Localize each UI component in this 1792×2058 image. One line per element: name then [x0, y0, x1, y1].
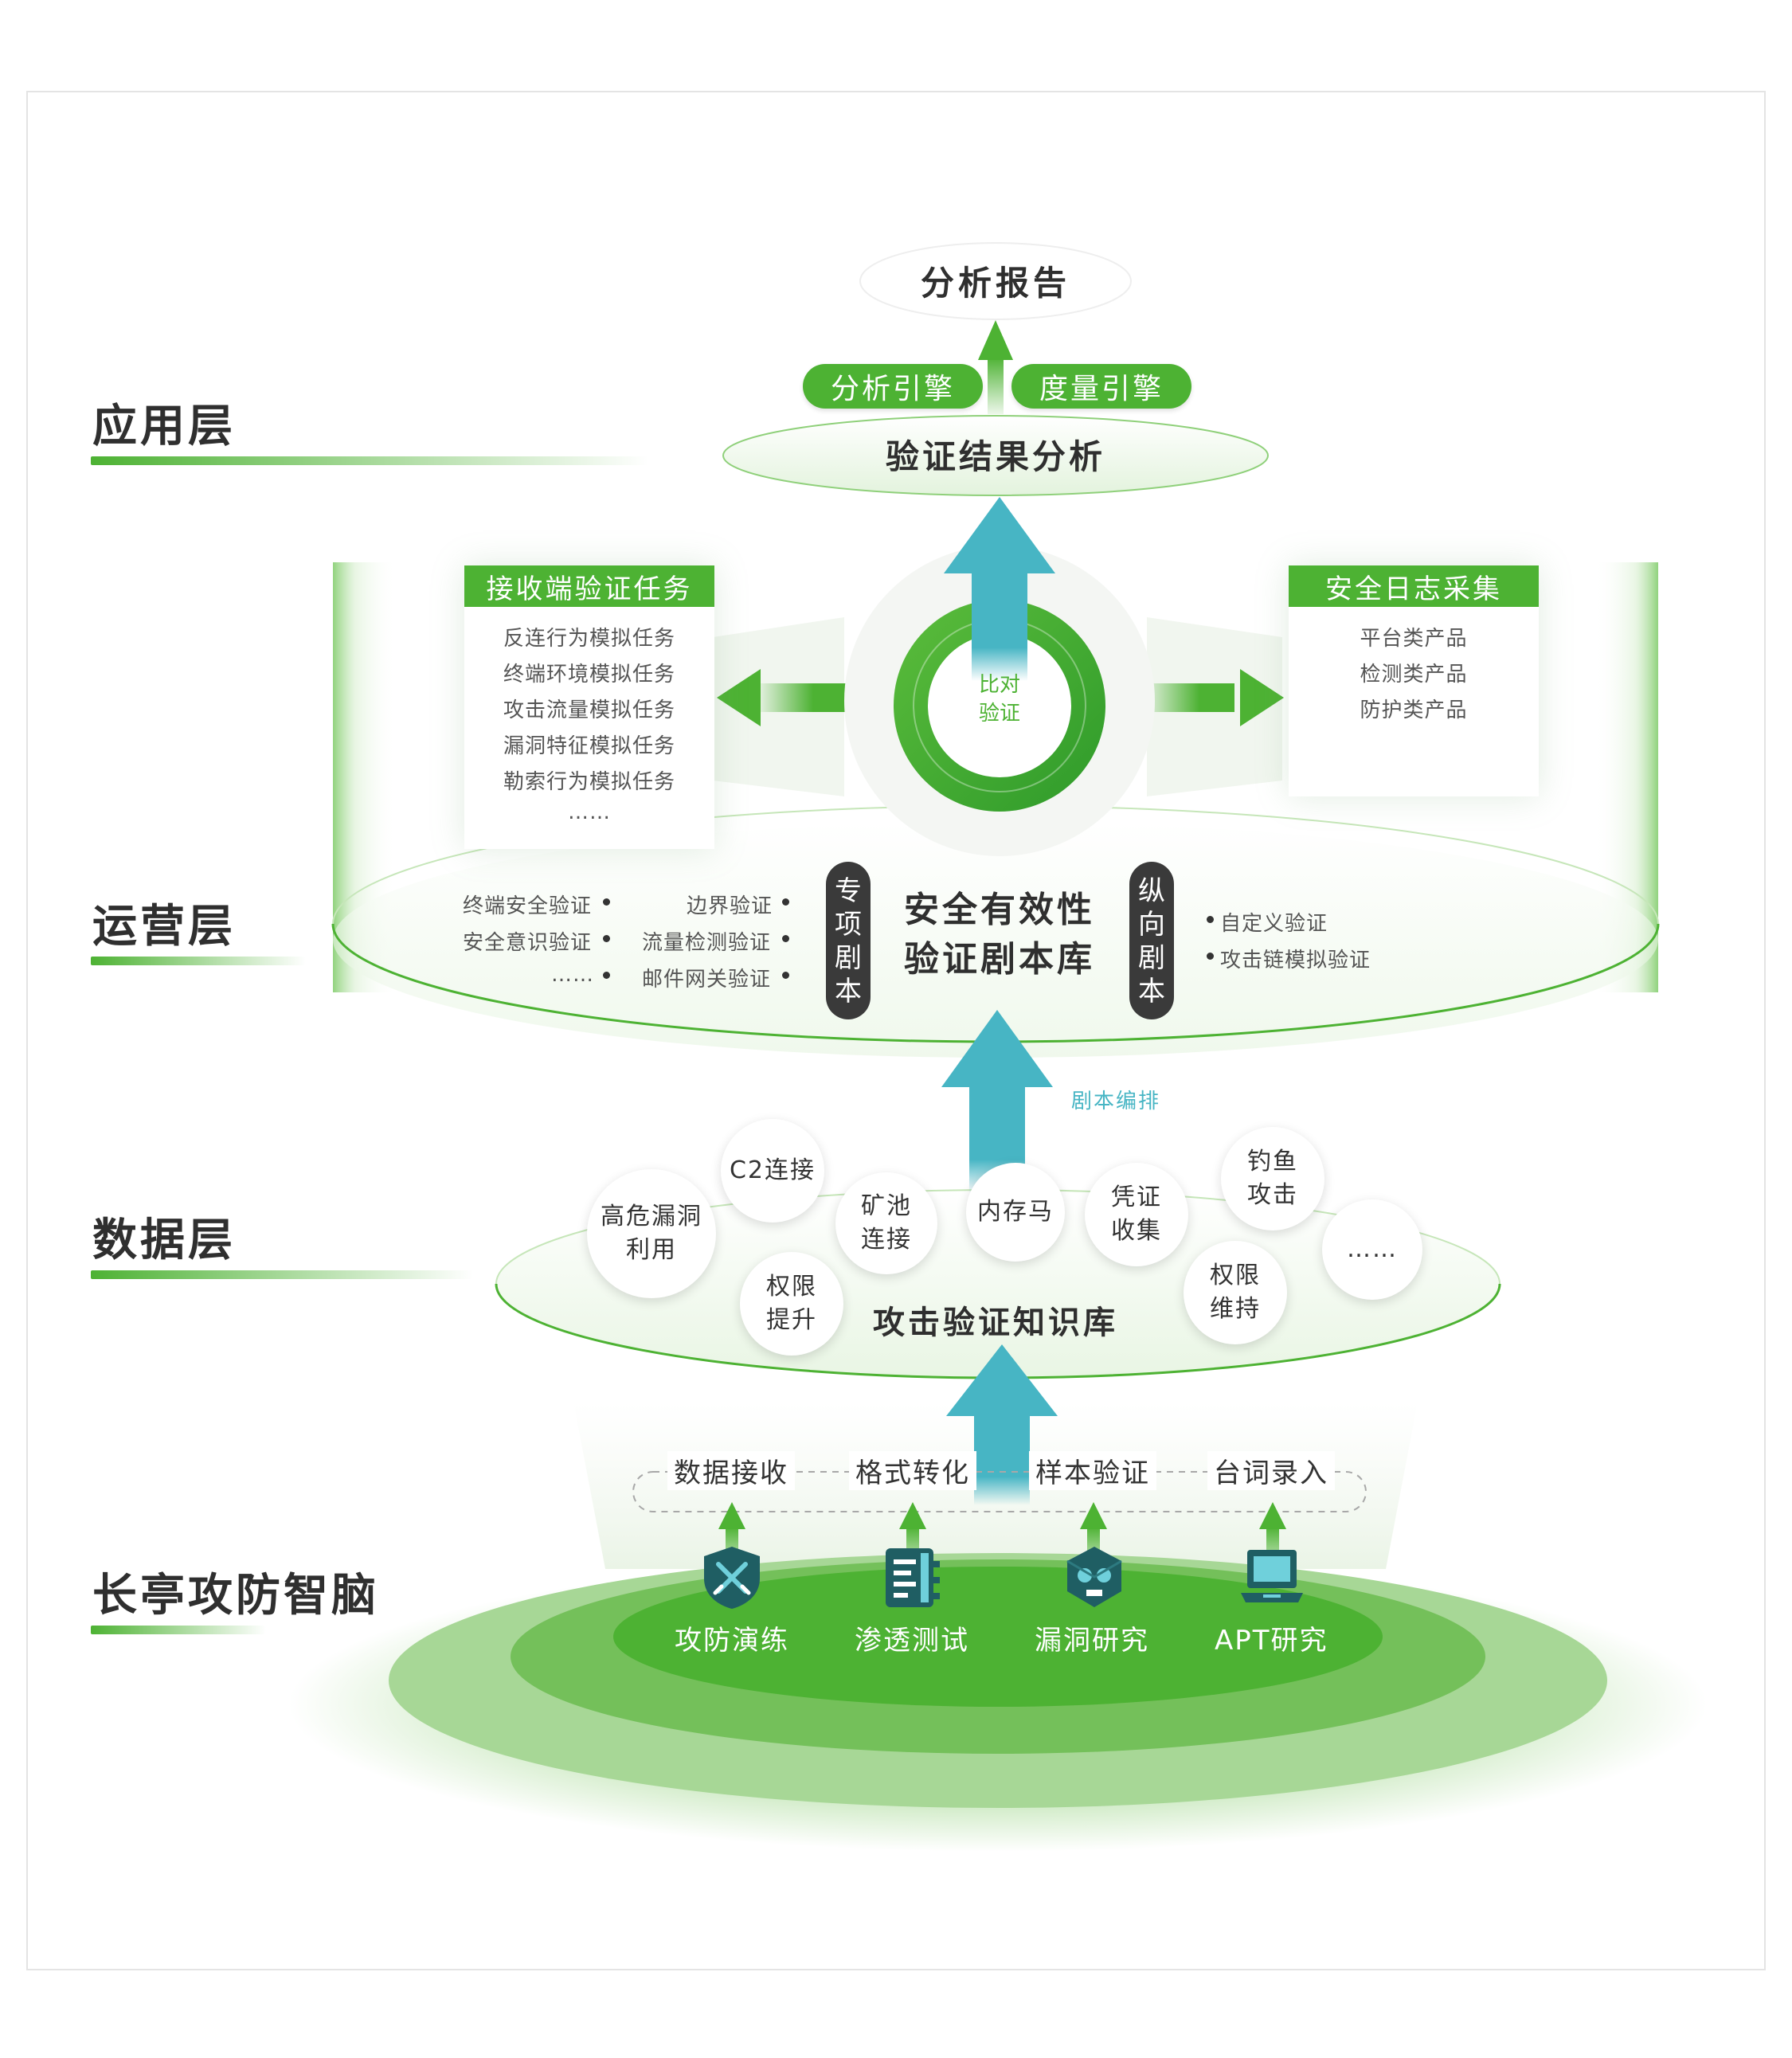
vertical-item: 攻击链模拟验证	[1220, 949, 1371, 972]
bullet-dot	[782, 935, 789, 942]
attack-knowledge-base-title: 攻击验证知识库	[873, 1305, 1118, 1341]
bug-skull-icon	[1066, 1547, 1122, 1607]
bullet-dot	[603, 935, 610, 942]
bubble-text: C2连接	[729, 1156, 816, 1184]
tool-attack-defense: 攻防演练	[675, 1625, 789, 1657]
layer-label-app: 应用层	[92, 401, 236, 452]
bullet-dot	[603, 972, 610, 979]
security-log-list: 平台类产品 检测类产品 防护类产品	[1289, 621, 1539, 729]
layer-label-brain: 长亭攻防智脑	[92, 1570, 379, 1622]
shield-swords-icon	[704, 1547, 760, 1609]
security-log-title: 安全日志采集	[1289, 565, 1539, 607]
compare-verify-label: 比对 验证	[944, 671, 1055, 728]
receiver-task-panel: 接收端验证任务 反连行为模拟任务 终端环境模拟任务 攻击流量模拟任务 漏洞特征模…	[464, 565, 714, 849]
process-sample-verify: 样本验证	[1029, 1451, 1156, 1490]
process-data-receive: 数据接收	[667, 1451, 795, 1490]
layer-bar-brain	[91, 1626, 266, 1634]
metric-engine-pill: 度量引擎	[1011, 364, 1191, 409]
bubble-privilege-escalation: 权限 提升	[740, 1252, 843, 1356]
bubble-text: 内存马	[977, 1198, 1054, 1226]
bubble-c2: C2连接	[721, 1119, 824, 1223]
bubble-text: 权限 维持	[1210, 1262, 1261, 1323]
bubble-mining-pool: 矿池 连接	[835, 1172, 937, 1274]
tool-penetration-test: 渗透测试	[855, 1625, 969, 1657]
analysis-engine-pill: 分析引擎	[803, 364, 983, 409]
library-line: 安全有效性	[904, 890, 1095, 930]
layer-bar-ops	[91, 957, 306, 965]
list-item: 检测类产品	[1360, 663, 1468, 687]
effectiveness-library-title: 安全有效性 验证剧本库	[892, 886, 1107, 984]
tool-vuln-research: 漏洞研究	[1035, 1625, 1149, 1657]
process-script-entry: 台词录入	[1207, 1451, 1335, 1490]
bubble-text: 矿池 连接	[861, 1192, 912, 1254]
bubble-text: ……	[1347, 1235, 1398, 1263]
bubble-more: ……	[1322, 1199, 1422, 1300]
special-item: 流量检测验证	[642, 931, 772, 955]
bubble-high-risk-vuln: 高危漏洞 利用	[587, 1169, 716, 1298]
bubble-persistence: 权限 维持	[1184, 1241, 1287, 1344]
bubble-text: 凭证 收集	[1111, 1184, 1162, 1245]
bullet-dot	[782, 972, 789, 979]
bubble-text: 钓鱼 攻击	[1247, 1148, 1298, 1209]
special-script-pill: 专项剧本	[826, 862, 871, 1019]
analysis-report-title: 分析报告	[920, 264, 1070, 303]
bullet-dot	[1207, 953, 1214, 960]
list-item: 攻击流量模拟任务	[503, 698, 675, 722]
list-item: 终端环境模拟任务	[503, 663, 675, 687]
vertical-script-pill: 纵向剧本	[1129, 862, 1174, 1019]
layer-label-ops: 运营层	[92, 901, 236, 953]
special-item: 安全意识验证	[463, 931, 593, 955]
layer-label-data: 数据层	[92, 1215, 236, 1266]
receiver-task-list: 反连行为模拟任务 终端环境模拟任务 攻击流量模拟任务 漏洞特征模拟任务 勒索行为…	[464, 621, 714, 824]
special-item: 边界验证	[687, 894, 773, 918]
special-item: 邮件网关验证	[642, 968, 772, 992]
bubble-text: 高危漏洞 利用	[601, 1203, 702, 1264]
verify-label: 验证	[978, 702, 1020, 726]
special-item: 终端安全验证	[463, 894, 593, 918]
library-line: 验证剧本库	[904, 939, 1095, 980]
result-analysis-title: 验证结果分析	[885, 437, 1105, 476]
bullet-dot	[1207, 916, 1214, 923]
bullet-dot	[782, 898, 789, 906]
bullet-dot	[603, 898, 610, 906]
list-item: ……	[568, 800, 611, 824]
bubble-text: 权限 提升	[766, 1273, 817, 1334]
process-format-convert: 格式转化	[849, 1451, 976, 1490]
list-item: 反连行为模拟任务	[503, 627, 675, 651]
document-code-icon	[886, 1548, 940, 1607]
compare-label: 比对	[978, 673, 1020, 697]
tool-apt-research: APT研究	[1215, 1625, 1328, 1657]
list-item: 平台类产品	[1360, 627, 1468, 651]
laptop-icon	[1241, 1550, 1303, 1602]
bubble-credential: 凭证 收集	[1085, 1163, 1188, 1266]
security-log-panel: 安全日志采集 平台类产品 检测类产品 防护类产品	[1289, 565, 1539, 796]
bubble-memory-shell: 内存马	[966, 1163, 1065, 1262]
receiver-task-title: 接收端验证任务	[464, 565, 714, 607]
diagram-frame	[26, 91, 1766, 1970]
bubble-phishing: 钓鱼 攻击	[1221, 1127, 1324, 1230]
special-item: ……	[551, 963, 594, 987]
vertical-item: 自定义验证	[1220, 912, 1328, 936]
script-arrange-label: 剧本编排	[1071, 1090, 1161, 1113]
list-item: 防护类产品	[1360, 698, 1468, 722]
layer-bar-data	[91, 1270, 473, 1279]
list-item: 勒索行为模拟任务	[503, 770, 675, 794]
list-item: 漏洞特征模拟任务	[503, 734, 675, 758]
layer-bar-app	[91, 456, 648, 465]
